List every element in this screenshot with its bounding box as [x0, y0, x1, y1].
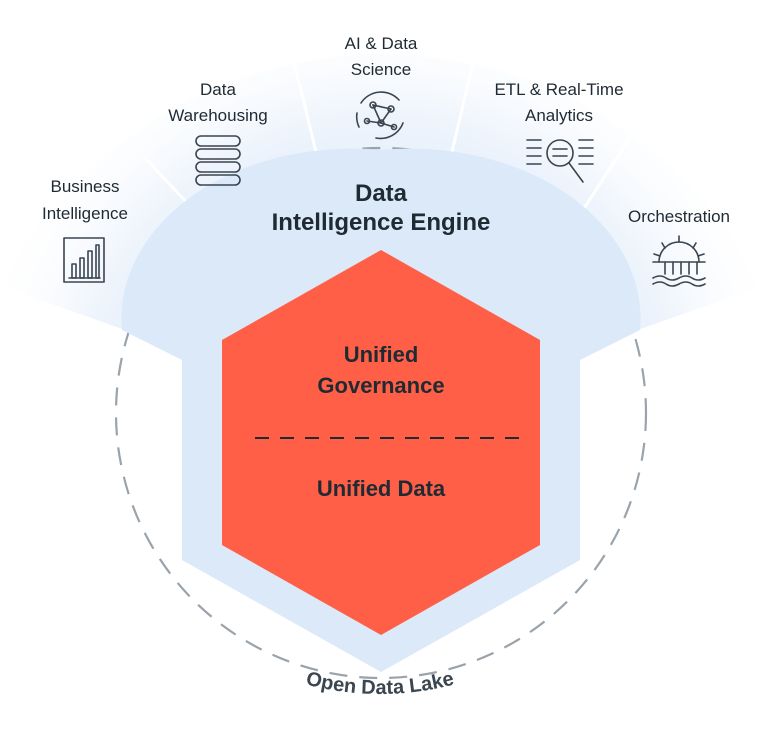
engine-title-line1: Data: [355, 180, 408, 207]
workload-ai-data-science-line2: Science: [351, 60, 411, 79]
database-icon: [195, 135, 241, 186]
governance-label-line2: Governance: [317, 373, 444, 398]
workload-etl-analytics-line2: Analytics: [525, 106, 593, 125]
workload-business-intelligence-line1: Business: [51, 177, 120, 196]
unified-data-label: Unified Data: [317, 476, 446, 501]
core-hexagon: [222, 250, 540, 635]
governance-label-line1: Unified: [344, 342, 419, 367]
engine-title-line2: Intelligence Engine: [272, 209, 491, 236]
bridge-gear-icon: [652, 235, 706, 287]
workload-etl-analytics-line1: ETL & Real-Time: [494, 80, 623, 99]
open-data-lake-label: Open Data Lake: [304, 668, 456, 699]
workload-ai-data-science-line1: AI & Data: [345, 34, 418, 53]
network-icon: [355, 91, 404, 140]
open-data-lake-ring: [114, 146, 648, 680]
workload-business-intelligence-line2: Intelligence: [42, 204, 128, 223]
search-data-icon: [526, 139, 594, 183]
open-data-lake-label-path: Open Data Lake: [304, 668, 456, 699]
workload-orchestration-line1: Orchestration: [628, 207, 730, 226]
workload-data-warehousing-line2: Warehousing: [168, 106, 268, 125]
bar-chart-icon: [63, 237, 105, 283]
workload-data-warehousing-line1: Data: [200, 80, 236, 99]
